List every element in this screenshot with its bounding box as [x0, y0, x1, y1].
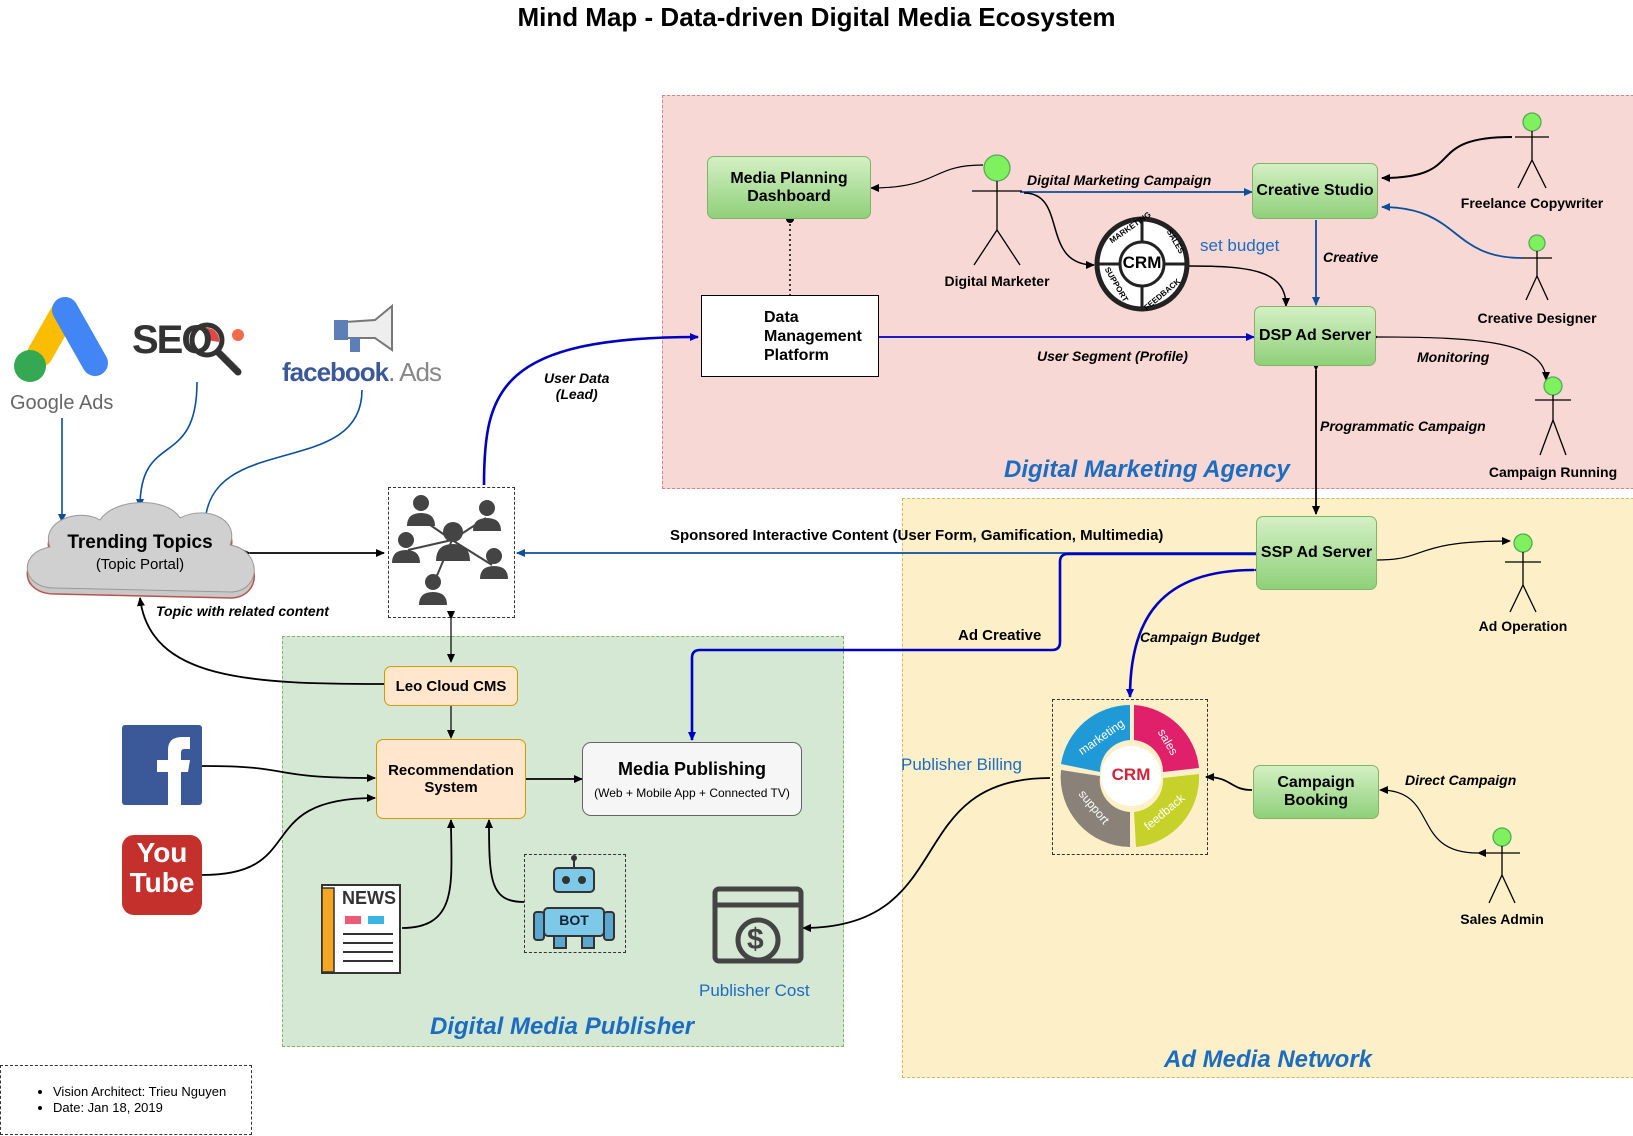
edge-youtube-recommendation: [201, 794, 376, 876]
google-ads-label: Google Ads: [10, 392, 114, 414]
label-digital-marketing-campaign: Digital Marketing Campaign: [1027, 172, 1212, 188]
media-publishing-node[interactable]: Media Publishing (Web + Mobile App + Con…: [582, 742, 802, 816]
actor-freelance-copywriter-icon: [1515, 112, 1549, 189]
trending-topics-subtitle: (Topic Portal): [95, 556, 185, 573]
youtube-you: You: [136, 837, 188, 868]
actor-sales-admin-icon: [1484, 827, 1520, 904]
leo-cloud-cms-node[interactable]: Leo Cloud CMS: [384, 666, 518, 706]
actor-creative-designer-icon: [1522, 234, 1552, 301]
label-ad-creative: Ad Creative: [958, 627, 1042, 644]
crm-large-center: CRM: [1111, 765, 1151, 784]
trending-topics-node[interactable]: Trending Topics (Topic Portal): [40, 532, 240, 573]
label-monitoring: Monitoring: [1417, 349, 1490, 365]
label-user-data: User Data (Lead): [544, 370, 610, 402]
label-user-segment: User Segment (Profile): [1037, 348, 1188, 364]
note-date: Date: Jan 18, 2019: [53, 1100, 251, 1116]
dmp-badge: DMP: [723, 335, 747, 346]
edge-booking-crm: [1205, 773, 1253, 791]
news-paper-icon: [321, 884, 401, 974]
news-label: NEWS: [342, 888, 396, 908]
recommendation-system-node[interactable]: Recommendation System: [376, 739, 526, 819]
creative-studio-node[interactable]: Creative Studio: [1252, 163, 1378, 219]
label-creative: Creative: [1323, 249, 1379, 265]
facebook-word: facebook: [282, 357, 389, 387]
label-publisher-cost: Publisher Cost: [699, 981, 810, 1000]
social-network-icon: [392, 495, 508, 605]
crm-large-cycle-icon: [1060, 705, 1200, 847]
trending-topics-cloud-icon: [26, 502, 255, 599]
edge-freelance-studio: [1381, 136, 1513, 182]
facebook-ads-label: facebook. Ads: [282, 357, 442, 387]
edge-user-data: [482, 333, 699, 486]
media-publishing-subtitle: (Web + Mobile App + Connected TV): [594, 785, 790, 800]
edge-designer-studio: [1381, 203, 1523, 259]
media-planning-dashboard-node[interactable]: Media Planning Dashboard: [707, 156, 871, 219]
actor-creative-designer-label: Creative Designer: [1477, 310, 1597, 326]
edge-facebook-recommendation: [201, 765, 376, 782]
edge-ad-operation: [1376, 537, 1511, 561]
facebook-logo-icon: [122, 725, 202, 805]
media-publishing-title: Media Publishing: [617, 758, 766, 779]
actor-digital-marketer-icon: [972, 154, 1022, 266]
crm-small-cycle-icon: [1094, 216, 1190, 312]
bot-label: BOT: [559, 912, 589, 928]
edge-bot-recommendation: [485, 819, 525, 903]
actor-ad-operation-icon: [1505, 533, 1541, 613]
label-publisher-billing: Publisher Billing: [901, 755, 1022, 774]
actor-campaign-running-icon: [1535, 376, 1571, 456]
edge-publisher-billing: [802, 777, 1051, 932]
edge-marketer-planning: [870, 164, 984, 192]
label-sponsored-content: Sponsored Interactive Content (User Form…: [670, 527, 1164, 544]
seo-label: SEO: [132, 318, 212, 362]
youtube-text: You Tube: [122, 838, 202, 898]
network-title: Ad Media Network: [1164, 1046, 1373, 1073]
publisher-cost-icon: [712, 886, 804, 964]
edge-direct-campaign: [1379, 786, 1487, 858]
social-network-box: [388, 487, 515, 618]
dmp-label: Data Management Platform: [764, 308, 862, 364]
bot-robot-icon: [533, 855, 615, 949]
megaphone-icon: [334, 303, 393, 352]
author-note: Vision Architect: Trieu Nguyen Date: Jan…: [0, 1065, 252, 1135]
trending-topics-title: Trending Topics: [67, 532, 213, 553]
edge-crm-dsp: [1187, 265, 1290, 307]
publisher-title: Digital Media Publisher: [430, 1013, 695, 1040]
actor-freelance-copywriter-label: Freelance Copywriter: [1460, 195, 1604, 211]
ssp-ad-server-node[interactable]: SSP Ad Server: [1256, 516, 1377, 590]
label-campaign-budget: Campaign Budget: [1140, 629, 1260, 645]
actor-sales-admin-label: Sales Admin: [1460, 911, 1544, 927]
edge-cms-trending: [137, 597, 385, 685]
google-ads-logo-icon: [14, 297, 108, 382]
youtube-logo-icon: [122, 835, 202, 915]
campaign-booking-node[interactable]: Campaign Booking: [1253, 765, 1379, 819]
edge-news-recommendation: [401, 819, 456, 929]
page-title: Mind Map - Data-driven Digital Media Eco…: [517, 2, 1116, 32]
actor-ad-operation-label: Ad Operation: [1478, 618, 1568, 634]
note-architect: Vision Architect: Trieu Nguyen: [53, 1084, 251, 1100]
edge-monitoring: [1369, 332, 1550, 381]
crm-small-center: CRM: [1122, 253, 1162, 272]
actor-digital-marketer-label: Digital Marketer: [944, 273, 1050, 289]
agency-title: Digital Marketing Agency: [1004, 456, 1290, 483]
edge-facebook-trending: [201, 389, 363, 528]
label-set-budget: set budget: [1200, 236, 1280, 255]
ads-word: Ads: [399, 357, 442, 387]
dollar-glyph: $: [747, 923, 764, 956]
youtube-tube: Tube: [129, 867, 195, 898]
dsp-ad-server-node[interactable]: DSP Ad Server: [1254, 306, 1376, 366]
seo-magnifier-icon: [189, 322, 244, 376]
bot-box: [524, 854, 626, 953]
edge-ad-creative: [688, 552, 1256, 741]
edge-marketer-crm: [1023, 192, 1095, 269]
edge-campaign-budget: [1126, 565, 1263, 698]
dmp-node[interactable]: Data Management Platform: [701, 295, 879, 377]
crm-large-box: [1052, 699, 1208, 855]
label-programmatic-campaign: Programmatic Campaign: [1320, 418, 1486, 434]
label-topic-related: Topic with related content: [156, 603, 329, 619]
edge-seo-trending: [136, 381, 198, 508]
region-digital-media-publisher: [282, 636, 844, 1047]
actor-campaign-running-label: Campaign Running: [1488, 464, 1618, 480]
label-direct-campaign: Direct Campaign: [1405, 772, 1517, 788]
